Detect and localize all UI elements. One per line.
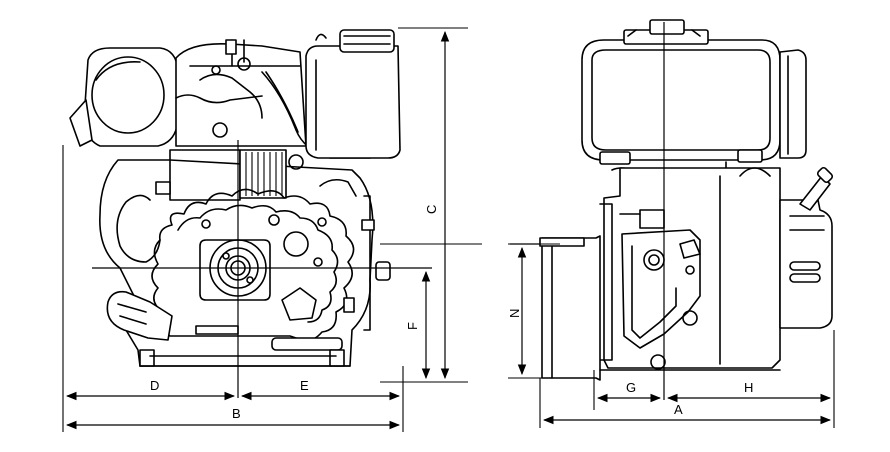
side-dimensions: N G H A [507, 243, 835, 428]
front-view [69, 29, 432, 398]
label-b: B [232, 406, 241, 421]
crankshaft-flange [199, 239, 271, 301]
side-cover [779, 166, 834, 329]
label-d: D [150, 378, 159, 393]
air-cleaner [69, 47, 179, 147]
flywheel-cover [151, 188, 355, 342]
governor-boss [283, 231, 309, 257]
label-n: N [507, 309, 522, 318]
stop-lever [375, 261, 391, 281]
upper-engine-block [175, 39, 389, 159]
pto-housing [539, 235, 601, 381]
label-c: C [424, 205, 439, 214]
label-a: A [674, 402, 683, 417]
exhaust-muffler [106, 290, 345, 367]
fuel-cock [799, 166, 834, 211]
speed-control-plate [619, 209, 701, 370]
label-e: E [300, 378, 309, 393]
label-h: H [744, 380, 753, 395]
cooling-fins [245, 152, 283, 196]
lower-right-parts [195, 195, 391, 351]
drain-plug [650, 354, 666, 370]
label-f: F [405, 322, 420, 330]
front-dimensions: D E B C F [62, 27, 482, 432]
fuel-tank-front [305, 29, 401, 159]
fuel-tank-side [581, 19, 807, 165]
side-view [510, 19, 834, 400]
cover-slots [789, 261, 821, 283]
label-g: G [626, 380, 636, 395]
